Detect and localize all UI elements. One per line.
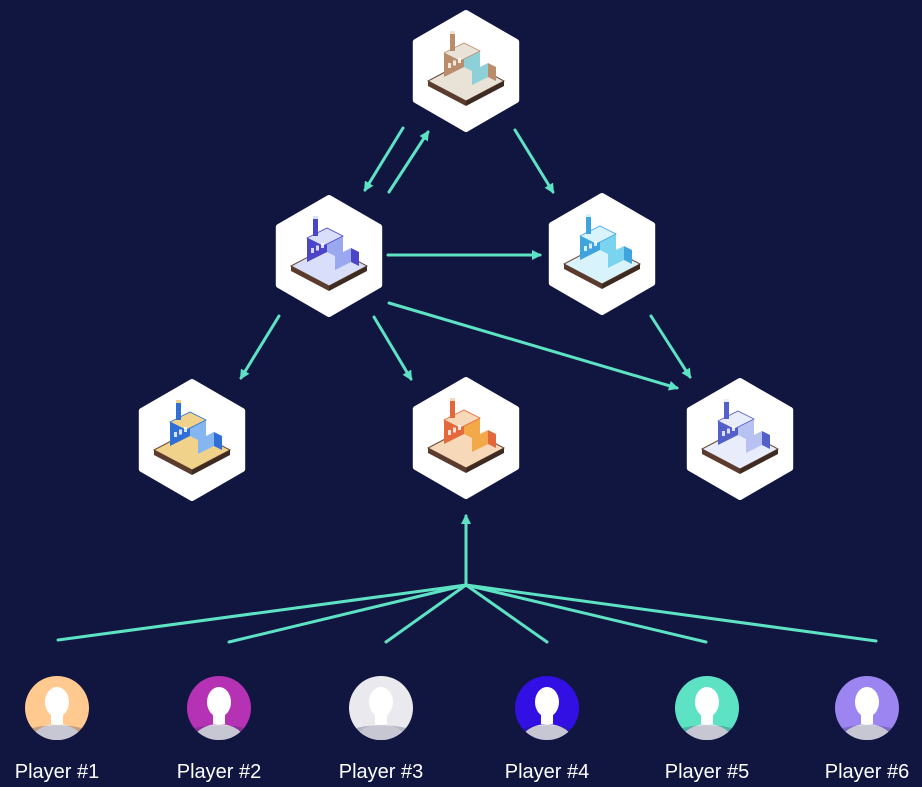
player-6-avatar[interactable] bbox=[835, 676, 899, 760]
player-4-avatar[interactable] bbox=[515, 676, 579, 760]
industrial-site-node bbox=[138, 379, 246, 501]
player-4-label: Player #4 bbox=[504, 761, 590, 783]
player-2-avatar[interactable] bbox=[187, 676, 251, 760]
edges-layer bbox=[239, 126, 692, 587]
fan-line-player-4 bbox=[464, 583, 549, 644]
fan-line-player-6 bbox=[464, 583, 878, 643]
industrial-site-icon bbox=[152, 400, 232, 475]
edge-top-to-power bbox=[363, 126, 405, 192]
fan-line-player-5 bbox=[464, 583, 708, 644]
fan-line-player-2 bbox=[227, 583, 468, 644]
player-5-avatar[interactable] bbox=[675, 676, 739, 760]
nodes-layer bbox=[138, 10, 794, 501]
power-plant-icon bbox=[289, 216, 369, 291]
edge-power-to-apartments bbox=[372, 315, 413, 381]
office-tower-node bbox=[686, 378, 794, 500]
power-plant-node bbox=[275, 195, 383, 317]
edge-power-to-top bbox=[387, 130, 430, 194]
player-1-label: Player #1 bbox=[14, 761, 100, 783]
user-silhouette-icon bbox=[675, 687, 739, 740]
player-avatars-layer bbox=[25, 676, 899, 760]
edge-power-to-industrial bbox=[239, 314, 281, 380]
edge-factory-to-office bbox=[649, 314, 692, 379]
top-factory-node bbox=[412, 10, 520, 132]
edge-top-to-factory bbox=[513, 128, 555, 194]
player-3-label: Player #3 bbox=[338, 761, 424, 783]
user-silhouette-icon bbox=[25, 687, 89, 740]
user-silhouette-icon bbox=[835, 687, 899, 740]
user-silhouette-icon bbox=[349, 687, 413, 740]
edge-power-to-office bbox=[387, 301, 679, 391]
user-silhouette-icon bbox=[187, 687, 251, 740]
old-factory-icon bbox=[426, 31, 506, 106]
player-5-label: Player #5 bbox=[664, 761, 750, 783]
fan-line-player-3 bbox=[384, 583, 468, 644]
player-1-avatar[interactable] bbox=[25, 676, 89, 760]
user-silhouette-icon bbox=[515, 687, 579, 740]
factory-icon bbox=[562, 214, 642, 289]
player-3-avatar[interactable] bbox=[349, 676, 413, 760]
fan-line-player-1 bbox=[56, 583, 468, 642]
player-2-label: Player #2 bbox=[176, 761, 262, 783]
apartment-building-icon bbox=[426, 398, 506, 473]
player-connector-fan bbox=[56, 583, 878, 644]
apartments-node bbox=[412, 377, 520, 499]
player-6-label: Player #6 bbox=[824, 761, 910, 783]
blue-factory-node bbox=[548, 193, 656, 315]
office-tower-icon bbox=[700, 399, 780, 474]
